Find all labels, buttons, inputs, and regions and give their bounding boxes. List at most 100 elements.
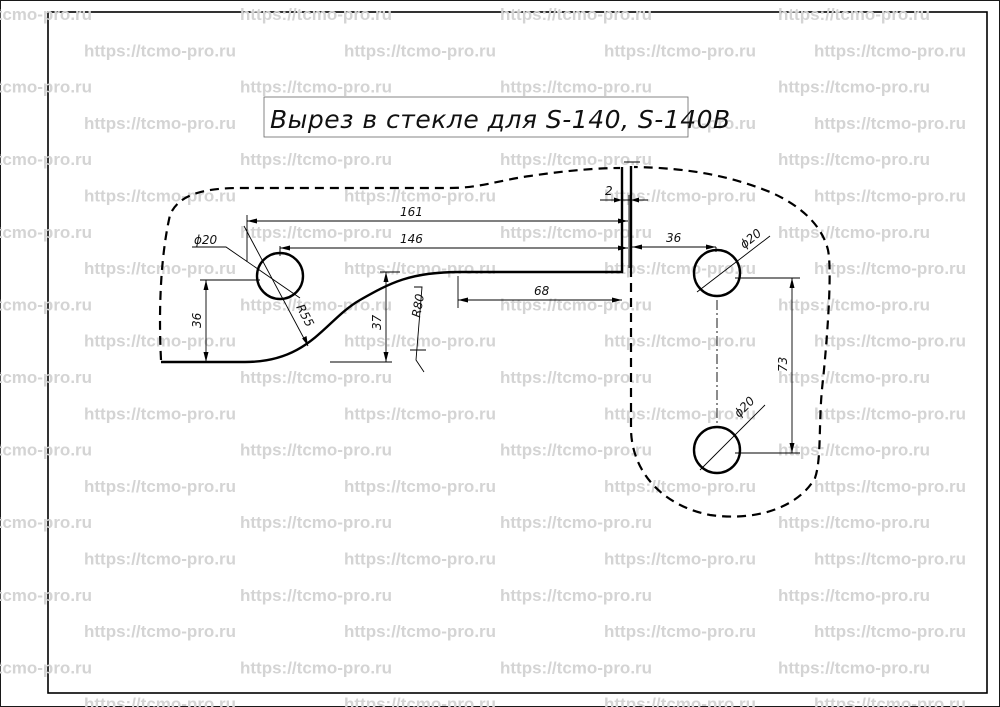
watermark-text: https://tcmo-pro.ru <box>604 477 756 496</box>
watermark-text: https://tcmo-pro.ru <box>344 187 496 206</box>
watermark-text: https://tcmo-pro.ru <box>500 295 652 314</box>
dim-2-arrows <box>614 197 639 203</box>
r55-arrow <box>302 336 308 346</box>
watermark-text: https://tcmo-pro.ru <box>604 404 756 423</box>
watermark-text: https://tcmo-pro.ru <box>814 695 966 707</box>
watermark-text: https://tcmo-pro.ru <box>778 78 930 97</box>
watermark-text: https://tcmo-pro.ru <box>240 78 392 97</box>
watermark-text: https://tcmo-pro.ru <box>500 368 652 387</box>
watermark-text: https://tcmo-pro.ru <box>814 332 966 351</box>
watermark-text: https://tcmo-pro.ru <box>604 187 756 206</box>
watermark-text: https://tcmo-pro.ru <box>84 259 236 278</box>
watermark-text: https://tcmo-pro.ru <box>814 114 966 133</box>
left-hole <box>255 251 305 301</box>
watermark-text: https://tcmo-pro.ru <box>814 259 966 278</box>
watermark-text: https://tcmo-pro.ru <box>344 695 496 707</box>
watermark-text: https://tcmo-pro.ru <box>814 622 966 641</box>
watermark-text: https://tcmo-pro.ru <box>604 550 756 569</box>
left-dashed-boundary <box>158 166 621 361</box>
watermark-text: https://tcmo-pro.ru <box>778 223 930 242</box>
watermark-text: https://tcmo-pro.ru <box>778 586 930 605</box>
dim-68-line <box>457 276 622 308</box>
dim-161-label: 161 <box>400 205 423 219</box>
watermark-text: https://tcmo-pro.ru <box>344 622 496 641</box>
dim-37-line <box>330 271 400 363</box>
dim-36-top-arrows <box>632 244 716 250</box>
r80-leader <box>410 286 426 373</box>
watermark-text: https://tcmo-pro.ru <box>0 5 92 24</box>
watermark-text: https://tcmo-pro.ru <box>778 5 930 24</box>
watermark-text: https://tcmo-pro.ru <box>344 259 496 278</box>
watermark-text: https://tcmo-pro.ru <box>0 78 92 97</box>
watermark-text: https://tcmo-pro.ru <box>778 441 930 460</box>
right-cutout <box>629 165 831 518</box>
dimension-lines <box>192 161 800 471</box>
dim-68-label: 68 <box>534 284 550 298</box>
watermark-text: https://tcmo-pro.ru <box>604 332 756 351</box>
watermark-text: https://tcmo-pro.ru <box>500 586 652 605</box>
watermark-text: https://tcmo-pro.ru <box>84 41 236 60</box>
phi20-right-top-label: ϕ20 <box>737 226 764 252</box>
watermark-text: https://tcmo-pro.ru <box>814 187 966 206</box>
watermark-text: https://tcmo-pro.ru <box>778 658 930 677</box>
watermark-text: https://tcmo-pro.ru <box>240 586 392 605</box>
dim-36-left-arrows <box>203 280 209 362</box>
dim-146-label: 146 <box>400 232 423 246</box>
watermark-text: https://tcmo-pro.ru <box>500 658 652 677</box>
watermark-text: https://tcmo-pro.ru <box>604 259 756 278</box>
dim-37-arrows <box>383 272 389 362</box>
watermark-text: https://tcmo-pro.ru <box>344 550 496 569</box>
title-frame <box>263 96 689 138</box>
left-cut-outline <box>161 167 624 364</box>
watermark-text: https://tcmo-pro.ru <box>240 513 392 532</box>
dim-36-left-line <box>200 279 260 362</box>
watermark-text: https://tcmo-pro.ru <box>500 5 652 24</box>
watermark-text: https://tcmo-pro.ru <box>0 223 92 242</box>
watermark-text: https://tcmo-pro.ru <box>0 586 92 605</box>
dim-36-top-line <box>632 246 717 252</box>
watermark-text: https://tcmo-pro.ru <box>500 78 652 97</box>
dim-36-top-label: 36 <box>666 231 682 245</box>
watermark-text: https://tcmo-pro.ru <box>84 695 236 707</box>
watermark-text: https://tcmo-pro.ru <box>344 332 496 351</box>
right-dashed-boundary <box>629 165 831 518</box>
watermark-text: https://tcmo-pro.ru <box>240 150 392 169</box>
watermark-text: https://tcmo-pro.ru <box>500 441 652 460</box>
dimension-labels: 161 146 2 36 68 36 37 73 R55 R80 ϕ20 ϕ20… <box>190 184 790 420</box>
watermark-text: https://tcmo-pro.ru <box>500 223 652 242</box>
watermark-text: https://tcmo-pro.ru <box>814 550 966 569</box>
watermark-text: https://tcmo-pro.ru <box>778 368 930 387</box>
watermark-text: https://tcmo-pro.ru <box>604 695 756 707</box>
watermark-text: https://tcmo-pro.ru <box>84 404 236 423</box>
watermark-text: https://tcmo-pro.ru <box>0 150 92 169</box>
watermark-text: https://tcmo-pro.ru <box>0 295 92 314</box>
dim-2-label: 2 <box>605 184 613 198</box>
r80-label: R80 <box>409 292 427 318</box>
drawing-frame <box>47 11 988 694</box>
watermark-text: https://tcmo-pro.ru <box>344 477 496 496</box>
watermark-text: https://tcmo-pro.ru <box>778 295 930 314</box>
watermark-text: https://tcmo-pro.ru <box>814 41 966 60</box>
phi20-right-bottom-leader <box>699 404 766 471</box>
watermark-text: https://tcmo-pro.ru <box>814 477 966 496</box>
phi20-left-leader <box>192 246 301 299</box>
watermark-text: https://tcmo-pro.ru <box>344 404 496 423</box>
watermark-text: https://tcmo-pro.ru <box>84 550 236 569</box>
watermark-text: https://tcmo-pro.ru <box>814 404 966 423</box>
watermark-text: https://tcmo-pro.ru <box>0 368 92 387</box>
watermark-text: https://tcmo-pro.ru <box>344 41 496 60</box>
watermark-text: https://tcmo-pro.ru <box>0 658 92 677</box>
ext-line-hole-left <box>246 161 640 262</box>
phi20-left-label: ϕ20 <box>194 233 218 247</box>
right-hole-bottom <box>692 425 742 475</box>
watermark-text: https://tcmo-pro.ru <box>240 5 392 24</box>
watermark-text: https://tcmo-pro.ru <box>778 150 930 169</box>
dim-146-line <box>279 247 628 256</box>
watermark-text: https://tcmo-pro.ru <box>604 41 756 60</box>
watermark-text: https://tcmo-pro.ru <box>0 441 92 460</box>
phi20-right-top-leader <box>696 235 771 293</box>
watermark-text: https://tcmo-pro.ru <box>84 622 236 641</box>
dim-36-left-label: 36 <box>190 312 204 328</box>
watermark-text: https://tcmo-pro.ru <box>240 441 392 460</box>
